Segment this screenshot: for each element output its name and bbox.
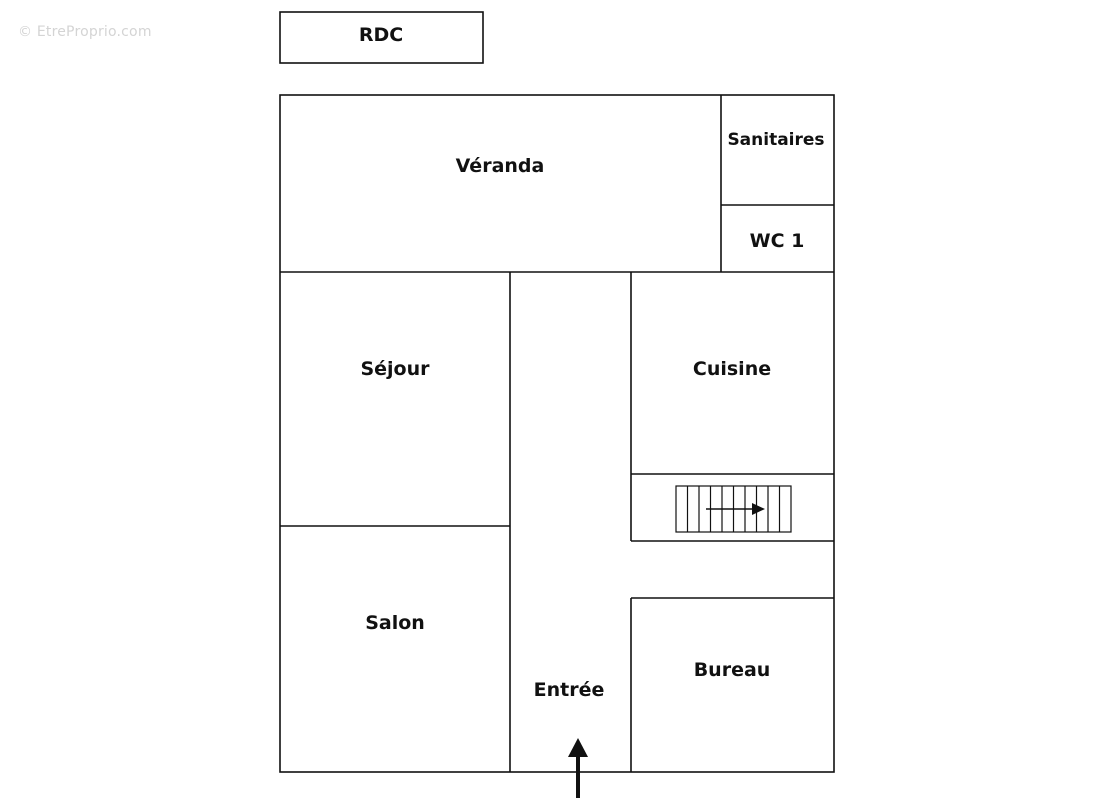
room-label-veranda: Véranda xyxy=(456,155,545,177)
entrance-arrow xyxy=(568,738,588,798)
room-label-salon: Salon xyxy=(365,612,425,634)
room-label-wc: WC 1 xyxy=(750,230,805,252)
level-label: RDC xyxy=(359,24,403,46)
stair-direction-arrow xyxy=(706,503,765,515)
room-label-bureau: Bureau xyxy=(694,659,771,681)
outer-wall xyxy=(279,94,835,773)
level-label-box xyxy=(279,11,484,64)
watermark: © EtreProprio.com xyxy=(18,24,152,40)
room-label-sanitaires: Sanitaires xyxy=(727,130,824,150)
room-label-cuisine: Cuisine xyxy=(693,358,771,380)
room-label-sejour: Séjour xyxy=(360,358,430,380)
room-label-entree: Entrée xyxy=(534,679,605,701)
